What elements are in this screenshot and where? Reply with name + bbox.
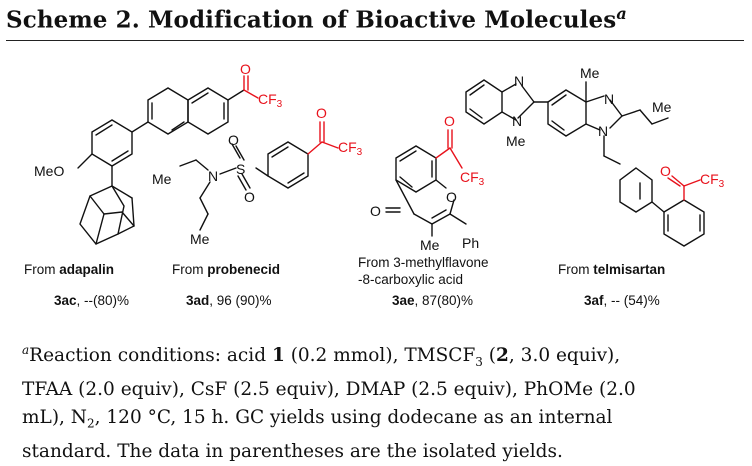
atom-o-3ac: O — [240, 61, 251, 77]
scheme-footnote: aReaction conditions: acid 1 (0.2 mmol),… — [22, 336, 742, 466]
atom-me-top-3ad: Me — [152, 171, 172, 187]
atom-ph-3ae: Ph — [462, 235, 479, 251]
acyl-3af — [667, 175, 701, 201]
atom-me-nme-3af: Me — [506, 133, 526, 149]
footnote-line-1: aReaction conditions: acid 1 (0.2 mmol),… — [22, 343, 621, 369]
acyl-3ac — [243, 75, 259, 99]
source-label-3ad: From probenecid — [172, 262, 281, 277]
atom-n2-3af: N — [512, 113, 522, 129]
atom-cf3-3ac: CF3 — [258, 91, 283, 110]
atom-n3-3af: N — [604, 91, 614, 107]
atom-meo-3ac: MeO — [34, 163, 64, 179]
acyl-3ad — [307, 121, 339, 155]
atom-me-propyl-3af: Me — [652, 99, 672, 115]
atom-o-keto-3ae: O — [370, 203, 381, 219]
atom-me-3ae: Me — [420, 237, 440, 253]
caption-3ae: 3ae, 87(80)% — [392, 293, 474, 308]
atom-n1-3af: N — [514, 73, 524, 89]
atom-s-3ad: S — [236, 161, 245, 177]
footnote-line-4: standard. The data in parentheses are th… — [22, 440, 563, 462]
atom-o-bottom-3ad: O — [244, 189, 255, 205]
source-label-3ae: From 3-methylflavone-8-carboxylic acid — [358, 255, 489, 287]
caption-3af: 3af, -- (54)% — [584, 293, 660, 308]
atom-o-3af: O — [660, 163, 671, 179]
atom-me-ring-3af: Me — [580, 65, 600, 81]
scheme-title: Scheme 2. Modification of Bioactive Mole… — [6, 4, 627, 34]
atom-cf3-3ad: CF3 — [338, 139, 363, 158]
footnote-line-3: mL), N2, 120 °C, 15 h. GC yields using d… — [22, 406, 613, 431]
atom-me-bottom-3ad: Me — [190, 231, 210, 247]
atom-o-ring-3ae: O — [446, 189, 457, 205]
structure-3af — [465, 79, 705, 247]
source-label-3af: From telmisartan — [558, 262, 666, 277]
title-rule — [6, 40, 744, 41]
atom-o-top-3ad: O — [228, 132, 239, 148]
atom-o-3ae: O — [444, 113, 455, 129]
atom-n4-3af: N — [598, 123, 608, 139]
atom-cf3-3ae: CF3 — [460, 169, 485, 188]
acyl-3ae — [435, 129, 463, 169]
caption-3ac: 3ac, --(80)% — [54, 293, 130, 308]
atom-cf3-3af: CF3 — [700, 171, 725, 190]
atom-o-3ad: O — [316, 105, 327, 121]
atom-n-3ad: N — [208, 168, 218, 184]
source-label-3ac: From adapalin — [24, 262, 115, 277]
reaction-scheme-structures: O CF3 MeO O CF3 S N O O Me Me O CF3 O O … — [34, 61, 725, 253]
caption-3ad: 3ad, 96 (90)% — [186, 293, 272, 308]
structure-3ac — [77, 87, 245, 245]
footnote-line-2: TFAA (2.0 equiv), CsF (2.5 equiv), DMAP … — [22, 378, 636, 400]
structure-3ad — [179, 141, 309, 231]
structure-3ae — [385, 145, 467, 237]
